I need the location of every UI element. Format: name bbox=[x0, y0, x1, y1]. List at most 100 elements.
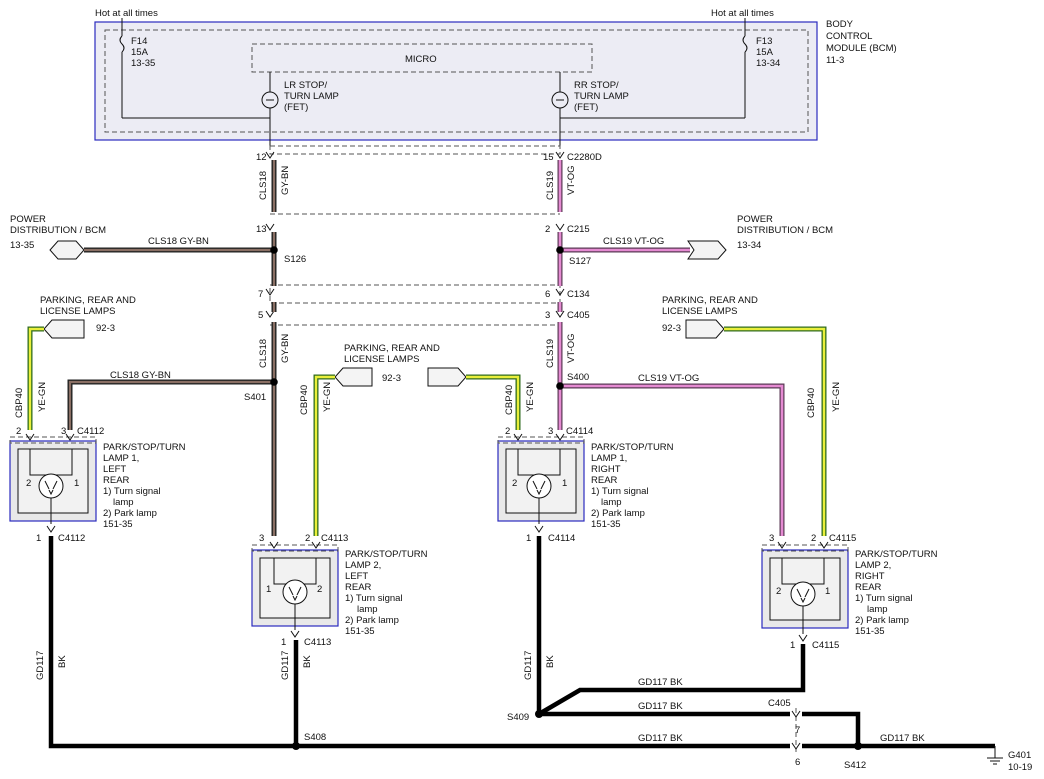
svg-text:RIGHT: RIGHT bbox=[855, 571, 885, 582]
svg-text:CLS19: CLS19 bbox=[545, 339, 556, 368]
svg-text:1: 1 bbox=[281, 637, 286, 648]
splice-s127-icon bbox=[556, 246, 564, 254]
wire-label-yegn-l1: YE-GN bbox=[37, 382, 48, 412]
svg-text:CONTROL: CONTROL bbox=[826, 31, 872, 42]
svg-text:PARKING, REAR AND: PARKING, REAR AND bbox=[40, 295, 136, 306]
prl-2-label: PARKING, REAR AND LICENSE LAMPS 92-3 bbox=[344, 343, 440, 384]
splice-s409-icon bbox=[535, 710, 543, 718]
pd-left-label: POWER DISTRIBUTION / BCM 13-35 bbox=[10, 214, 106, 251]
wire-cbp40-lamp2-right bbox=[724, 326, 827, 536]
svg-text:92-3: 92-3 bbox=[382, 373, 401, 384]
prl-3-label: PARKING, REAR AND LICENSE LAMPS 92-3 bbox=[662, 295, 758, 334]
svg-text:2) Park lamp: 2) Park lamp bbox=[345, 615, 399, 626]
svg-text:(FET): (FET) bbox=[574, 102, 598, 113]
svg-text:2: 2 bbox=[776, 586, 781, 597]
svg-text:PARK/STOP/TURN: PARK/STOP/TURN bbox=[855, 549, 938, 560]
svg-text:VT-OG: VT-OG bbox=[566, 333, 577, 363]
svg-text:7: 7 bbox=[795, 725, 800, 736]
splice-s401-icon bbox=[270, 378, 278, 386]
splice-s408-icon bbox=[292, 742, 300, 750]
svg-text:GY-BN: GY-BN bbox=[280, 166, 291, 195]
svg-text:DISTRIBUTION / BCM: DISTRIBUTION / BCM bbox=[737, 225, 833, 236]
splice-s126-icon bbox=[270, 246, 278, 254]
svg-text:2) Park lamp: 2) Park lamp bbox=[855, 615, 909, 626]
svg-text:C4114: C4114 bbox=[566, 426, 593, 437]
wire-cls19-branch bbox=[560, 383, 785, 536]
fuse-f13-label: F13 15A 13-34 bbox=[756, 36, 780, 69]
svg-text:15: 15 bbox=[543, 152, 554, 163]
svg-text:1) Turn signal: 1) Turn signal bbox=[345, 593, 403, 604]
svg-text:6: 6 bbox=[795, 757, 800, 768]
wire-label-cbp40-r2: CBP40 bbox=[806, 388, 817, 418]
svg-text:2: 2 bbox=[317, 584, 322, 595]
bcm-label: BODY CONTROL MODULE (BCM) 11-3 bbox=[826, 19, 897, 66]
wire-cbp40-lamp2-left bbox=[313, 374, 335, 536]
svg-text:LEFT: LEFT bbox=[103, 464, 126, 475]
fet-right-label: RR STOP/ TURN LAMP (FET) bbox=[574, 80, 629, 113]
splice-s409: S409 bbox=[507, 712, 529, 723]
svg-text:VT-OG: VT-OG bbox=[566, 165, 577, 195]
svg-text:C2280D: C2280D bbox=[567, 152, 602, 163]
splice-s400-icon bbox=[556, 382, 564, 390]
lamp2-left-pins: 3 2 C4113 1 C4113 bbox=[259, 533, 348, 648]
wire-cbp40-left bbox=[27, 326, 44, 430]
lamp1-left-pins: 2 3 C4112 1 C4112 bbox=[16, 426, 104, 544]
svg-text:LICENSE LAMPS: LICENSE LAMPS bbox=[662, 306, 738, 317]
pd-right-label: POWER DISTRIBUTION / BCM 13-34 bbox=[737, 214, 833, 251]
svg-text:C134: C134 bbox=[567, 289, 590, 300]
svg-text:BK: BK bbox=[302, 655, 313, 668]
svg-text:lamp: lamp bbox=[601, 497, 622, 508]
svg-text:13-35: 13-35 bbox=[131, 58, 155, 69]
wire-label-yegn-r2: YE-GN bbox=[831, 382, 842, 412]
lamp2-left: 1 2 bbox=[251, 541, 339, 627]
svg-text:RIGHT: RIGHT bbox=[591, 464, 621, 475]
svg-text:lamp: lamp bbox=[867, 604, 888, 615]
hot-left-label: Hot at all times bbox=[95, 8, 158, 19]
svg-text:LEFT: LEFT bbox=[345, 571, 368, 582]
lamp2-left-label: PARK/STOP/TURN LAMP 2, LEFT REAR 1) Turn… bbox=[345, 549, 428, 637]
svg-text:F13: F13 bbox=[756, 36, 772, 47]
svg-text:G401: G401 bbox=[1008, 750, 1031, 761]
svg-text:10-19: 10-19 bbox=[1008, 762, 1032, 773]
svg-text:1: 1 bbox=[526, 533, 531, 544]
svg-text:2) Park lamp: 2) Park lamp bbox=[103, 508, 157, 519]
wire-label-cbp40-r1: CBP40 bbox=[504, 385, 515, 415]
svg-text:CLS18: CLS18 bbox=[258, 339, 269, 368]
svg-text:3: 3 bbox=[545, 310, 550, 321]
svg-text:REAR: REAR bbox=[103, 475, 130, 486]
svg-text:151-35: 151-35 bbox=[345, 626, 375, 637]
prl-1-label: PARKING, REAR AND LICENSE LAMPS 92-3 bbox=[40, 295, 136, 334]
svg-text:GD117 BK: GD117 BK bbox=[638, 677, 683, 688]
svg-text:lamp: lamp bbox=[357, 604, 378, 615]
pd-right-connector-icon bbox=[687, 240, 727, 260]
svg-text:REAR: REAR bbox=[591, 475, 618, 486]
svg-text:RR STOP/: RR STOP/ bbox=[574, 80, 619, 91]
c405-bottom-label: C405 7 6 bbox=[768, 698, 800, 768]
svg-text:7: 7 bbox=[258, 289, 263, 300]
wire-label-cls19-pd: CLS19 VT-OG bbox=[603, 236, 664, 247]
bcm-inner-dashed bbox=[104, 29, 809, 133]
svg-text:92-3: 92-3 bbox=[662, 323, 681, 334]
svg-text:GD117 BK: GD117 BK bbox=[638, 733, 683, 744]
svg-text:LAMP 1,: LAMP 1, bbox=[591, 453, 627, 464]
splice-s412-icon bbox=[854, 742, 862, 750]
svg-text:GD117 BK: GD117 BK bbox=[638, 701, 683, 712]
svg-text:C4112: C4112 bbox=[77, 426, 104, 437]
lamp1-right-label: PARK/STOP/TURN LAMP 1, RIGHT REAR 1) Tur… bbox=[591, 442, 674, 530]
svg-text:92-3: 92-3 bbox=[96, 323, 115, 334]
svg-text:LAMP 2,: LAMP 2, bbox=[855, 560, 891, 571]
svg-text:C4113: C4113 bbox=[304, 637, 331, 648]
svg-text:LICENSE LAMPS: LICENSE LAMPS bbox=[344, 354, 420, 365]
svg-text:LAMP 1,: LAMP 1, bbox=[103, 453, 139, 464]
svg-text:TURN LAMP: TURN LAMP bbox=[574, 91, 629, 102]
lamp1-left: 2 1 bbox=[9, 433, 97, 522]
svg-text:2: 2 bbox=[26, 478, 31, 489]
connector-pin-labels: 12 15 C2280D 13 2 C215 7 6 C134 5 3 C405 bbox=[256, 152, 602, 321]
svg-text:CLS18: CLS18 bbox=[258, 171, 269, 200]
fuse-f13-icon bbox=[742, 35, 748, 53]
svg-text:POWER: POWER bbox=[737, 214, 773, 225]
svg-text:13-34: 13-34 bbox=[737, 240, 761, 251]
svg-text:2: 2 bbox=[16, 426, 21, 437]
svg-text:1: 1 bbox=[562, 478, 567, 489]
svg-text:(FET): (FET) bbox=[284, 102, 308, 113]
